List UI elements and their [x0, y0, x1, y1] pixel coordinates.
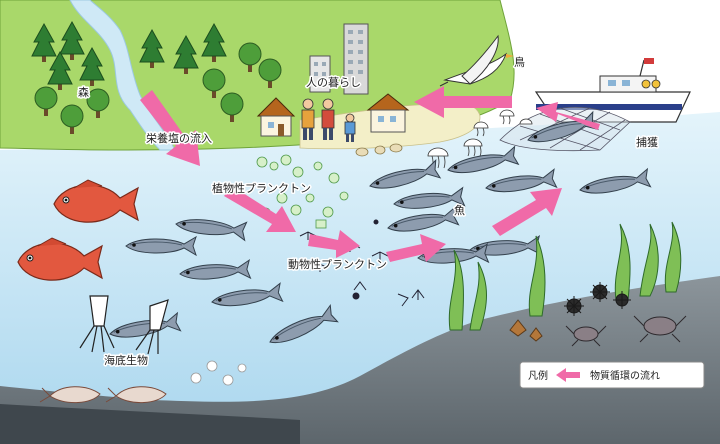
jellyfish: [427, 109, 533, 169]
legend: 凡例 物質循環の流れ: [519, 361, 705, 389]
people: [301, 98, 356, 142]
seagull: [439, 34, 514, 87]
zooplankton-cluster: [299, 219, 425, 307]
legend-title: 凡例: [528, 369, 548, 382]
flow-arrow-bird-land: [414, 86, 512, 118]
crabs: [565, 315, 687, 347]
seabed-shells: [509, 319, 543, 342]
material-cycle-flow: [140, 86, 600, 262]
legend-arrow-label: 物質循環の流れ: [590, 369, 660, 382]
label-phytoplankton: 植物性プランクトン: [212, 181, 311, 195]
label-nutrient-inflow: 栄養塩の流入: [146, 131, 212, 145]
label-fish: 魚: [454, 204, 465, 217]
eggs: [190, 360, 247, 386]
flow-arrow-nutrient: [140, 90, 200, 166]
label-capture: 捕獲: [636, 135, 658, 149]
label-forest: 森: [78, 85, 89, 99]
sea-urchins: [564, 282, 631, 316]
seaweed: [448, 221, 682, 331]
shells: [355, 143, 403, 157]
seabed: [0, 276, 720, 444]
label-zooplankton: 動物性プランクトン: [288, 257, 387, 271]
flow-arrow-fish-low: [386, 234, 446, 262]
squid: [79, 295, 169, 355]
legend-arrow: [556, 368, 580, 382]
flow-arrow-capture: [536, 102, 600, 130]
buildings: [256, 23, 410, 137]
flow-arrow-zoo-mid: [308, 230, 360, 258]
shrimp: [39, 386, 167, 403]
label-benthic-life: 海底生物: [104, 353, 148, 367]
label-bird: 鳥: [514, 55, 525, 69]
label-human-life: 人の暮らし: [306, 75, 361, 89]
flow-arrow-fish-up: [492, 188, 562, 236]
flow-arrow-phyto-zoo: [224, 186, 296, 232]
